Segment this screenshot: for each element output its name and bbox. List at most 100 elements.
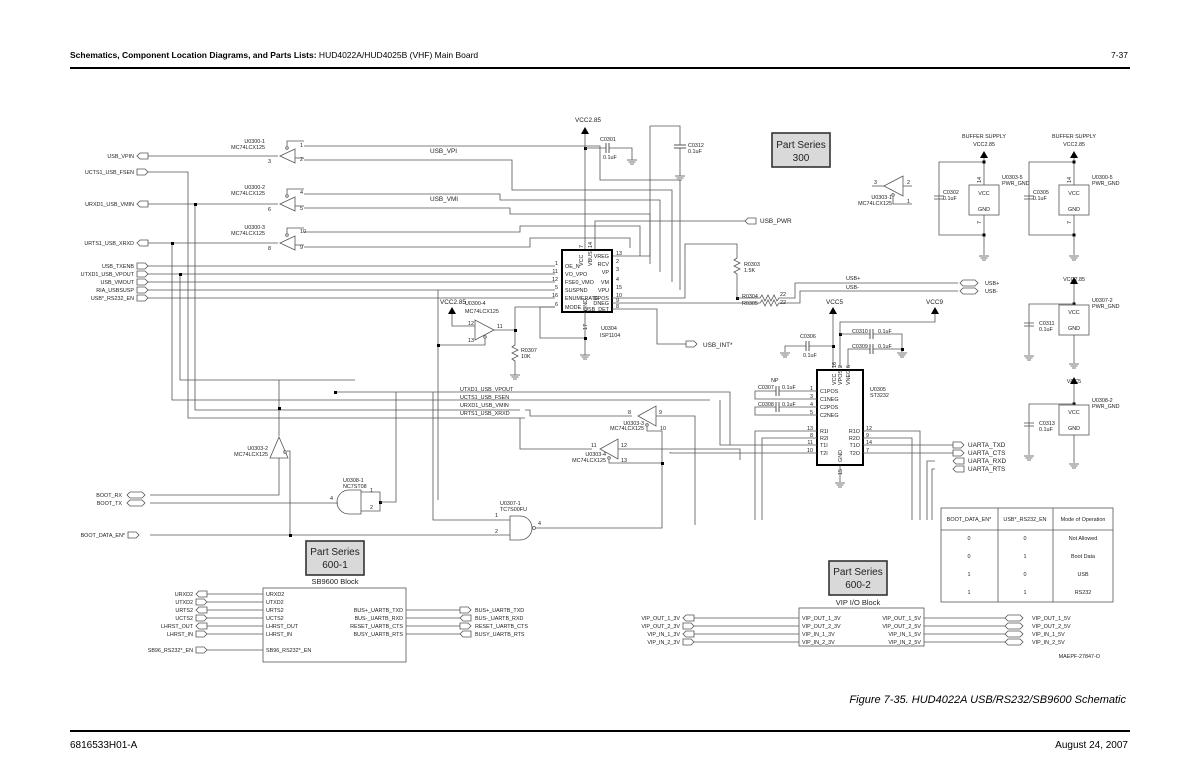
pin-number: 3 <box>616 267 619 273</box>
label: 5 <box>300 206 303 212</box>
pin-name: VO_VPO <box>565 272 587 278</box>
label: BOOT_DATA_EN* <box>947 517 992 523</box>
port-out-icon <box>136 270 149 278</box>
label: MC74LCX125 <box>231 145 265 151</box>
label: R0305 <box>742 301 758 307</box>
pin-name: GND <box>838 450 844 462</box>
label: USB- <box>846 285 859 291</box>
port-label: VIP_IN_2_5V <box>1032 640 1065 646</box>
ground-icon <box>626 159 638 165</box>
pin-name: GND <box>583 299 589 311</box>
label: USB+ <box>846 276 860 282</box>
label: C0308 <box>758 402 774 408</box>
header-rule <box>70 67 1130 69</box>
pin-number: 5 <box>810 410 813 416</box>
label: 11 <box>497 324 503 330</box>
port-label: VIP_OUT_1_3V <box>641 616 680 622</box>
label: MC74LCX125 <box>231 231 265 237</box>
pin-name: C2NEG <box>820 413 839 419</box>
pin-name: T1I <box>820 443 828 449</box>
port-icon <box>682 622 695 630</box>
pin-number: 14 <box>1067 177 1073 183</box>
port-in-icon <box>136 239 149 247</box>
label: GND <box>1068 207 1080 213</box>
page-header: Schematics, Component Location Diagrams,… <box>70 50 478 60</box>
block-pin: BUS-_UARTB_RXD <box>355 616 404 622</box>
label: VCC2.85 <box>575 117 601 124</box>
power-arrow-icon <box>581 127 589 134</box>
table-cell: 0 <box>1024 572 1027 578</box>
pin-name: R2I <box>820 436 828 442</box>
port-label: UTXD2 <box>175 600 193 606</box>
pin-name: T2I <box>820 451 828 457</box>
label: 2 <box>300 157 303 163</box>
uart-ports: UARTA_TXD UARTA_CTS UARTA_RXD UARTA_RTS <box>952 441 1007 473</box>
supply-label: VCC2.85 <box>1063 142 1085 148</box>
label: 1 <box>300 143 303 149</box>
label: Part Series <box>310 547 359 558</box>
label: 4 <box>330 496 333 502</box>
pin-number: 1 <box>555 261 558 267</box>
table-cell: Not Allowed <box>1069 536 1097 542</box>
pin-number: 9 <box>616 298 619 304</box>
pin-number: 11 <box>552 269 558 275</box>
figure-caption: Figure 7-35. HUD4022A USB/RS232/SB9600 S… <box>849 694 1126 706</box>
label: 1 <box>370 488 373 494</box>
label: C0309 <box>852 344 868 350</box>
label: GND <box>1068 426 1080 432</box>
pin-number: 15 <box>838 469 844 475</box>
label: U0308-2 <box>1092 398 1113 404</box>
port-label: VIP_OUT_2_5V <box>1032 624 1071 630</box>
port-label: SB96_RS232*_EN <box>148 648 193 654</box>
port-icon <box>459 622 472 630</box>
block-pin: UCTS2 <box>266 616 284 622</box>
block-pin: URXD2 <box>266 592 284 598</box>
port-icon <box>195 606 208 614</box>
port-label: UCTS2 <box>175 616 193 622</box>
label: 10K <box>521 354 531 360</box>
label: 8 <box>268 246 271 252</box>
label: C0312 <box>688 143 704 149</box>
label: NC7ST08 <box>343 484 367 490</box>
ground-icon <box>1023 455 1035 461</box>
net-usb-int: USB_INT* <box>703 342 733 349</box>
pin-number: 3 <box>810 394 813 400</box>
pin-number: 10 <box>807 448 813 454</box>
label: 0.1uF <box>1039 327 1053 333</box>
table-cell: USB <box>1077 572 1088 578</box>
power-block <box>1058 304 1090 336</box>
pin-number: 13 <box>616 251 622 257</box>
pin-number: 7 <box>1067 221 1073 224</box>
label: UARTA_RTS <box>968 466 1005 473</box>
pin-name: R1I <box>820 429 828 435</box>
page-number: 7-37 <box>1110 50 1128 60</box>
ground-icon <box>1023 355 1035 361</box>
label: 12 <box>621 443 627 449</box>
label: 12 <box>468 321 474 327</box>
pin-name: R1O <box>849 429 860 435</box>
pin-number: 7 <box>579 245 585 248</box>
label: C0307 <box>758 385 774 391</box>
port-label: URTS2 <box>175 608 193 614</box>
pin-name: VM <box>601 280 610 286</box>
label: 2 <box>370 505 373 511</box>
net-usb-vpi: USB_VPI <box>430 148 457 155</box>
boot-ports: BOOT_RX BOOT_TX BOOT_DATA_EN* <box>81 491 146 539</box>
power-block <box>1058 184 1090 216</box>
mode-table: BOOT_DATA_EN* USB*_RS232_EN Mode of Oper… <box>940 507 1114 603</box>
supply-label: BUFFER SUPPLY <box>962 134 1006 140</box>
port-icon <box>682 630 695 638</box>
label: 0.1uF <box>943 196 957 202</box>
table-cell: 0 <box>968 536 971 542</box>
label: 3 <box>268 159 271 165</box>
label: C0306 <box>800 334 816 340</box>
pin-number: 12 <box>552 277 558 283</box>
port-icon <box>1004 614 1024 622</box>
pin-name: R2O <box>849 436 860 442</box>
pin-number: 10 <box>616 293 622 299</box>
label: 13 <box>468 338 474 344</box>
table-cell: 0 <box>1024 536 1027 542</box>
